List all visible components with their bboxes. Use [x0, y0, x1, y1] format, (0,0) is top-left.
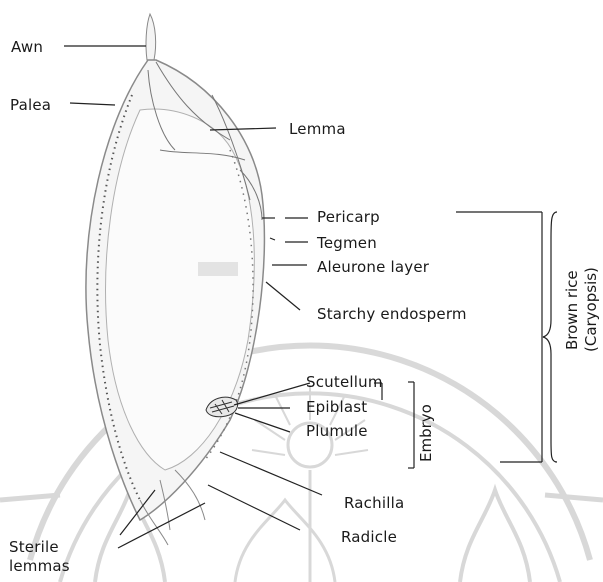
label-embryo: Embryo	[417, 404, 435, 462]
label-caryopsis: (Caryopsis)	[582, 267, 600, 352]
label-pericarp: Pericarp	[317, 208, 380, 226]
aleurone-shading	[198, 262, 238, 276]
label-lemmas: lemmas	[9, 557, 70, 575]
label-lemma: Lemma	[289, 120, 346, 138]
label-plumule: Plumule	[306, 422, 368, 440]
label-awn: Awn	[11, 38, 43, 56]
label-sterile: Sterile	[9, 538, 59, 556]
awn-shape	[146, 14, 156, 60]
label-aleurone-layer: Aleurone layer	[317, 258, 429, 276]
label-epiblast: Epiblast	[306, 398, 367, 416]
label-brown-rice: Brown rice	[563, 270, 581, 350]
brown-rice-brace	[543, 212, 557, 462]
label-radicle: Radicle	[341, 528, 397, 546]
label-starchy-endosperm: Starchy endosperm	[317, 305, 467, 323]
label-tegmen: Tegmen	[317, 234, 377, 252]
label-scutellum: Scutellum	[306, 373, 383, 391]
watermark-emblem	[0, 345, 603, 582]
label-rachilla: Rachilla	[344, 494, 404, 512]
label-palea: Palea	[10, 96, 51, 114]
